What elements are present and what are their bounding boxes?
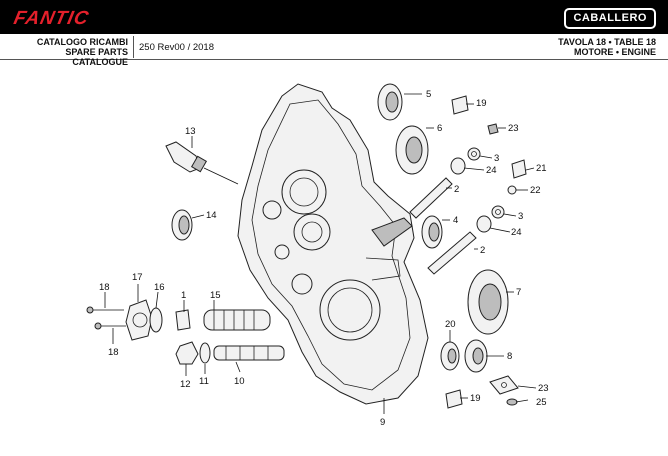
table-number: TAVOLA 18 • TABLE 18 — [558, 37, 656, 47]
part-17-cover[interactable] — [125, 299, 153, 341]
header-divider — [133, 36, 134, 58]
callout-23-upper: 23 — [508, 123, 519, 134]
group-name: MOTORE • ENGINE — [574, 47, 656, 57]
callout-labels: 5 19 6 23 3 21 24 2 22 3 4 24 2 7 20 8 2… — [99, 89, 549, 428]
catalogue-title-it: CATALOGO RICAMBI — [36, 37, 128, 47]
callout-4: 4 — [453, 215, 458, 226]
part-21-plate[interactable] — [511, 159, 527, 179]
callout-25: 25 — [536, 397, 547, 408]
callout-19-upper: 19 — [476, 98, 487, 109]
exploded-diagram: 5 19 6 23 3 21 24 2 22 3 4 24 2 7 20 8 2… — [86, 83, 549, 428]
part-11-washer[interactable] — [199, 342, 211, 364]
callout-7: 7 — [516, 287, 521, 298]
part-22-ring[interactable] — [507, 185, 517, 195]
revision-label: 250 Rev00 / 2018 — [139, 42, 215, 53]
table-title: TAVOLA 18 • TABLE 18 MOTORE • ENGINE — [558, 37, 656, 57]
part-18-bolt-lower[interactable] — [94, 322, 126, 330]
part-19-plate-lower[interactable] — [445, 389, 463, 409]
brand-logo: FANTIC — [11, 8, 91, 29]
callout-1: 1 — [181, 290, 186, 301]
part-2-dowel-upper[interactable] — [409, 177, 453, 219]
callout-13: 13 — [185, 126, 196, 137]
callout-24-upper: 24 — [486, 165, 497, 176]
subheader — [0, 34, 668, 60]
callout-24-lower: 24 — [511, 227, 522, 238]
part-25-bolt[interactable] — [506, 398, 529, 406]
part-19-plate-upper[interactable] — [451, 95, 469, 115]
catalogue-title: CATALOGO RICAMBI SPARE PARTS CATALOGUE — [10, 37, 128, 67]
part-5-bearing[interactable] — [377, 83, 403, 121]
part-1-spring[interactable] — [175, 309, 191, 331]
callout-6: 6 — [437, 123, 442, 134]
callout-16: 16 — [154, 282, 165, 293]
callout-20: 20 — [445, 319, 456, 330]
catalogue-title-en: SPARE PARTS CATALOGUE — [65, 47, 128, 67]
part-6-bearing[interactable] — [395, 125, 429, 175]
callout-11: 11 — [199, 376, 209, 387]
part-14-seal[interactable] — [171, 209, 193, 241]
part-16-oring[interactable] — [149, 307, 163, 333]
header-bar: FANTIC CABALLERO — [0, 0, 668, 34]
part-2-dowel-lower[interactable] — [427, 231, 477, 275]
part-8-seal[interactable] — [464, 339, 488, 373]
callout-12: 12 — [180, 379, 191, 390]
callout-23-lower: 23 — [538, 383, 549, 394]
part-23-bracket-lower[interactable] — [489, 375, 519, 395]
callout-19-lower: 19 — [470, 393, 481, 404]
part-20-bearing[interactable] — [440, 341, 460, 371]
part-12-plug[interactable] — [175, 341, 199, 365]
leader-lines — [104, 93, 537, 414]
part-23-nut-upper[interactable] — [487, 123, 499, 135]
callout-21: 21 — [536, 163, 547, 174]
part-3-washer-lower[interactable] — [491, 205, 505, 219]
part-10-screen[interactable] — [213, 345, 285, 361]
callout-22: 22 — [530, 185, 541, 196]
part-7-bearing[interactable] — [467, 269, 509, 335]
callout-17: 17 — [132, 272, 143, 283]
callout-2-upper: 2 — [454, 184, 459, 195]
callout-2-lower: 2 — [480, 245, 485, 256]
callout-10: 10 — [234, 376, 245, 387]
callout-3-lower: 3 — [518, 211, 523, 222]
part-24-cap-upper[interactable] — [450, 157, 466, 175]
part-24-cap-lower[interactable] — [476, 215, 492, 233]
callout-5: 5 — [426, 89, 431, 100]
crankcase[interactable] — [237, 83, 429, 405]
callout-15: 15 — [210, 290, 221, 301]
callout-3-upper: 3 — [494, 153, 499, 164]
part-15-filter[interactable] — [203, 309, 271, 331]
part-13-sensor[interactable] — [165, 141, 239, 185]
callout-18-upper: 18 — [99, 282, 110, 293]
callout-9: 9 — [380, 417, 385, 428]
callout-8: 8 — [507, 351, 512, 362]
callout-14: 14 — [206, 210, 217, 221]
part-3-washer-upper[interactable] — [467, 147, 481, 161]
part-4-seal[interactable] — [421, 215, 443, 249]
model-badge: CABALLERO — [564, 8, 656, 29]
part-18-bolt-upper[interactable] — [86, 306, 124, 314]
callout-18-lower: 18 — [108, 347, 119, 358]
